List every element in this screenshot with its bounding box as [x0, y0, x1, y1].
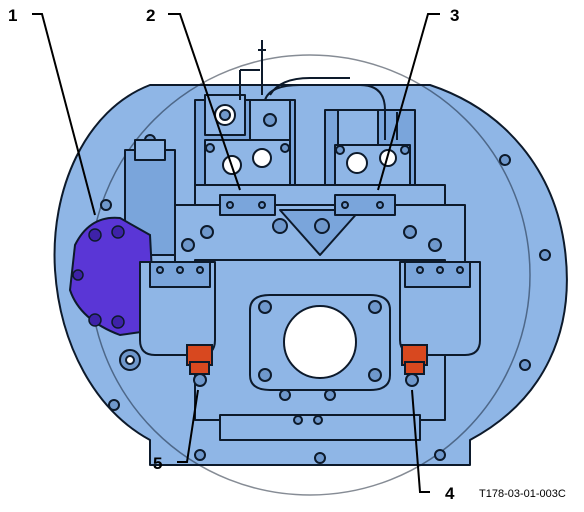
leader-lines	[32, 13, 440, 493]
center-outlet-flange	[249, 294, 391, 391]
pressure-sensor-right	[401, 344, 428, 387]
pressure-sensor-left	[186, 344, 213, 387]
callout-5: 5	[153, 454, 163, 473]
callout-3: 3	[450, 6, 460, 25]
top-regulators	[194, 40, 416, 196]
callout-2: 2	[146, 6, 156, 25]
figure-code: T178-03-01-003C	[479, 488, 566, 500]
pilot-pump-highlighted	[68, 216, 157, 337]
right-side-cylinder	[399, 261, 481, 356]
left-side-cylinder	[139, 261, 216, 356]
callout-4: 4	[445, 484, 455, 503]
callout-1: 1	[8, 6, 18, 25]
